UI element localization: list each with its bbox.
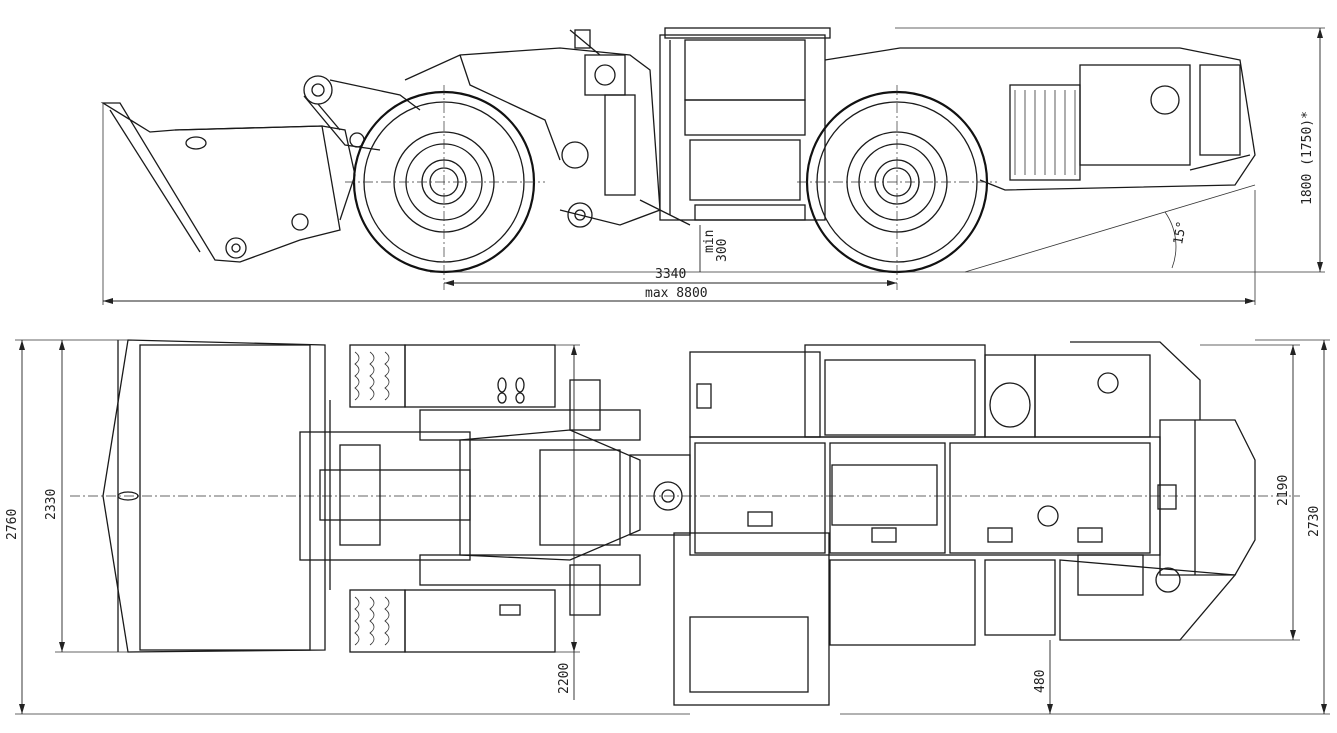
tyre-width-dimension: 2200 [555,344,580,700]
bucket-width-dimension: 2330 [44,340,128,653]
angle-label: 15° [1171,220,1190,246]
frame-width-label: 2190 [1276,475,1291,506]
side-view: 15° 1800 (1750)* min 300 3340 [100,27,1325,305]
wheelbase-label: 3340 [655,267,686,282]
bucket-side [100,102,356,263]
cab-width-dimension: 2730 [840,339,1330,715]
front-tyre-right [349,589,556,653]
clearance-value-label: 300 [715,239,730,262]
frame-width-dimension: 2190 [1180,344,1300,641]
engine-body-side [824,47,1256,191]
length-dimension: max 8800 [102,103,1256,305]
front-frame [404,29,661,228]
offset-dimension: 480 [1033,640,1053,714]
overall-width-dimension: 2760 [5,339,690,715]
bucket-top [102,339,326,653]
clearance-min-label: min [702,230,717,253]
loader-arms-top [299,400,471,590]
offset-label: 480 [1033,670,1048,693]
articulation-joint [629,454,691,536]
cab-side [639,27,831,226]
front-tyre-left [349,344,556,408]
lift-arm [303,75,421,151]
overall-width-label: 2760 [5,509,20,540]
front-frame-top [419,379,641,616]
height-dimension: 1800 (1750)* [1300,28,1323,272]
wheelbase-dimension: 3340 [444,267,897,286]
cab-width-label: 2730 [1307,506,1322,537]
tyre-width-label: 2200 [557,663,572,694]
clearance-dimension: min 300 [699,225,730,272]
height-label: 1800 (1750)* [1300,111,1315,205]
rear-counterweight [1159,419,1256,576]
upper-rear-body [689,341,1201,438]
bucket-width-label: 2330 [44,489,59,520]
length-label: max 8800 [645,286,708,301]
operator-cab-top [673,532,1237,706]
top-view: 2760 2330 2200 480 [5,339,1330,715]
